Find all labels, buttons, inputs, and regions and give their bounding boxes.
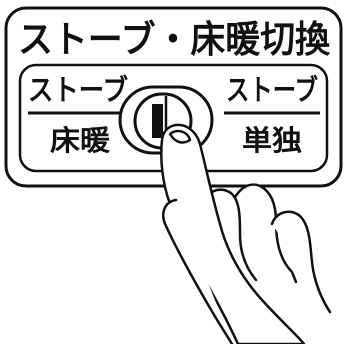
- right-option: ストーブ 単独: [224, 73, 320, 157]
- left-option-top-label: ストーブ: [28, 73, 128, 107]
- switch-indicator: [152, 104, 163, 138]
- hand-finger-ring: [228, 183, 298, 284]
- hand-fingernail: [168, 129, 192, 144]
- right-option-top-label: ストーブ: [226, 73, 318, 107]
- hand-thumb: [162, 198, 234, 346]
- left-option-bottom-label: 床暖: [50, 124, 111, 157]
- hand-finger-little: [270, 210, 332, 314]
- pointing-hand-icon: [160, 123, 332, 346]
- right-option-bottom-label: 単独: [242, 124, 302, 157]
- left-option: ストーブ 床暖: [28, 73, 130, 157]
- panel-title: ストーブ・床暖切換: [18, 18, 331, 61]
